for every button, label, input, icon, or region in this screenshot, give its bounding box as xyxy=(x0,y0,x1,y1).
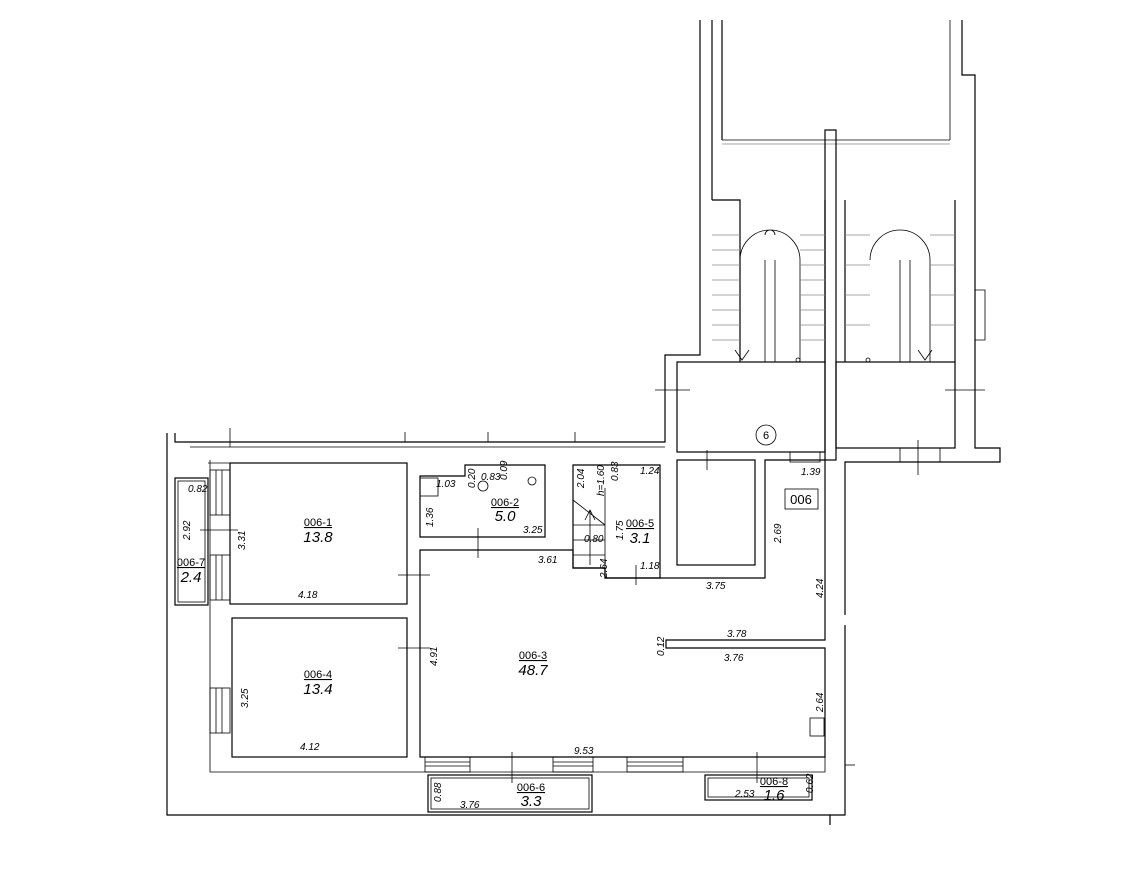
dimension: 4.12 xyxy=(300,742,320,753)
dimension: 3.75 xyxy=(706,581,726,592)
dimension: h=1.60 xyxy=(596,465,607,496)
room-006-8 xyxy=(704,774,813,801)
dimension: 3.25 xyxy=(240,688,251,708)
dimension: 0.88 xyxy=(433,782,444,802)
dimension: 9.53 xyxy=(574,746,594,757)
room-area: 2.4 xyxy=(180,569,202,586)
entrance-marker-label: 6 xyxy=(763,430,769,442)
dimension: 1.24 xyxy=(640,466,660,477)
dimension: 0.83 xyxy=(610,461,621,481)
room-area: 13.8 xyxy=(303,529,333,546)
room-id: 006-6 xyxy=(517,782,545,794)
entrance-marker xyxy=(755,424,777,446)
room-labels: 006-1 13.8 006-2 5.0 006-3 48.7 006-4 13… xyxy=(177,497,788,810)
dimension: 3.61 xyxy=(538,555,557,566)
room-id: 006-7 xyxy=(177,557,205,569)
room-id: 006-8 xyxy=(760,776,788,788)
dimension: 3.25 xyxy=(523,525,543,536)
dimension: 1.18 xyxy=(640,561,660,572)
dimension: 0.80 xyxy=(584,534,604,545)
dimension: 2.64 xyxy=(599,558,610,579)
dimension: 1.75 xyxy=(615,520,626,540)
stairwells xyxy=(655,199,985,475)
dimension: 2.04 xyxy=(576,468,587,489)
room-area: 3.1 xyxy=(630,530,651,547)
dimension: 3.76 xyxy=(724,653,744,664)
room-006-6 xyxy=(427,774,593,813)
room-id: 006-2 xyxy=(491,497,519,509)
room-id: 006-3 xyxy=(519,650,547,662)
apartment-label-box xyxy=(784,488,819,510)
dimension: 1.36 xyxy=(425,507,436,527)
rooms xyxy=(174,459,826,813)
dimension: 0.82 xyxy=(188,484,208,495)
dimension: 3.31 xyxy=(237,531,248,550)
room-id: 006-4 xyxy=(304,669,332,681)
dimension: 1.03 xyxy=(436,479,456,490)
dimension: 2.92 xyxy=(182,520,193,541)
dimension: 4.24 xyxy=(815,578,826,598)
apartment-label: 006 xyxy=(790,492,812,507)
room-id: 006-5 xyxy=(626,518,654,530)
dimension: 3.78 xyxy=(727,629,747,640)
dimension-labels: 0.82 2.92 3.31 4.18 3.25 4.12 1.03 0.20 … xyxy=(182,460,826,811)
dimension: 0.83 xyxy=(481,472,501,483)
dimension: 2.64 xyxy=(815,692,826,713)
room-area: 13.4 xyxy=(303,681,332,698)
dimension: 2.53 xyxy=(734,789,755,800)
room-006-1 xyxy=(229,462,408,605)
dimension: 4.18 xyxy=(298,590,318,601)
windows xyxy=(200,450,758,783)
room-area: 48.7 xyxy=(518,662,548,679)
shaft xyxy=(676,459,756,566)
dimension: 2.69 xyxy=(773,523,784,544)
dimension: 0.12 xyxy=(656,636,667,656)
dimension: 4.91 xyxy=(429,647,440,666)
room-area: 3.3 xyxy=(521,793,543,810)
room-006-4 xyxy=(231,617,408,758)
dimension: 3.76 xyxy=(460,800,480,811)
dimension: 1.39 xyxy=(801,467,821,478)
room-006-2 xyxy=(419,464,546,538)
dimension: 0.62 xyxy=(805,773,816,793)
dimension: 0.09 xyxy=(499,460,510,480)
room-006-3 xyxy=(419,459,826,758)
outer-walls xyxy=(166,20,1001,825)
room-006-7 xyxy=(174,477,209,606)
room-id: 006-1 xyxy=(304,517,332,529)
room-area: 1.6 xyxy=(764,787,786,804)
room-area: 5.0 xyxy=(495,508,517,525)
dimension: 0.20 xyxy=(467,468,478,488)
